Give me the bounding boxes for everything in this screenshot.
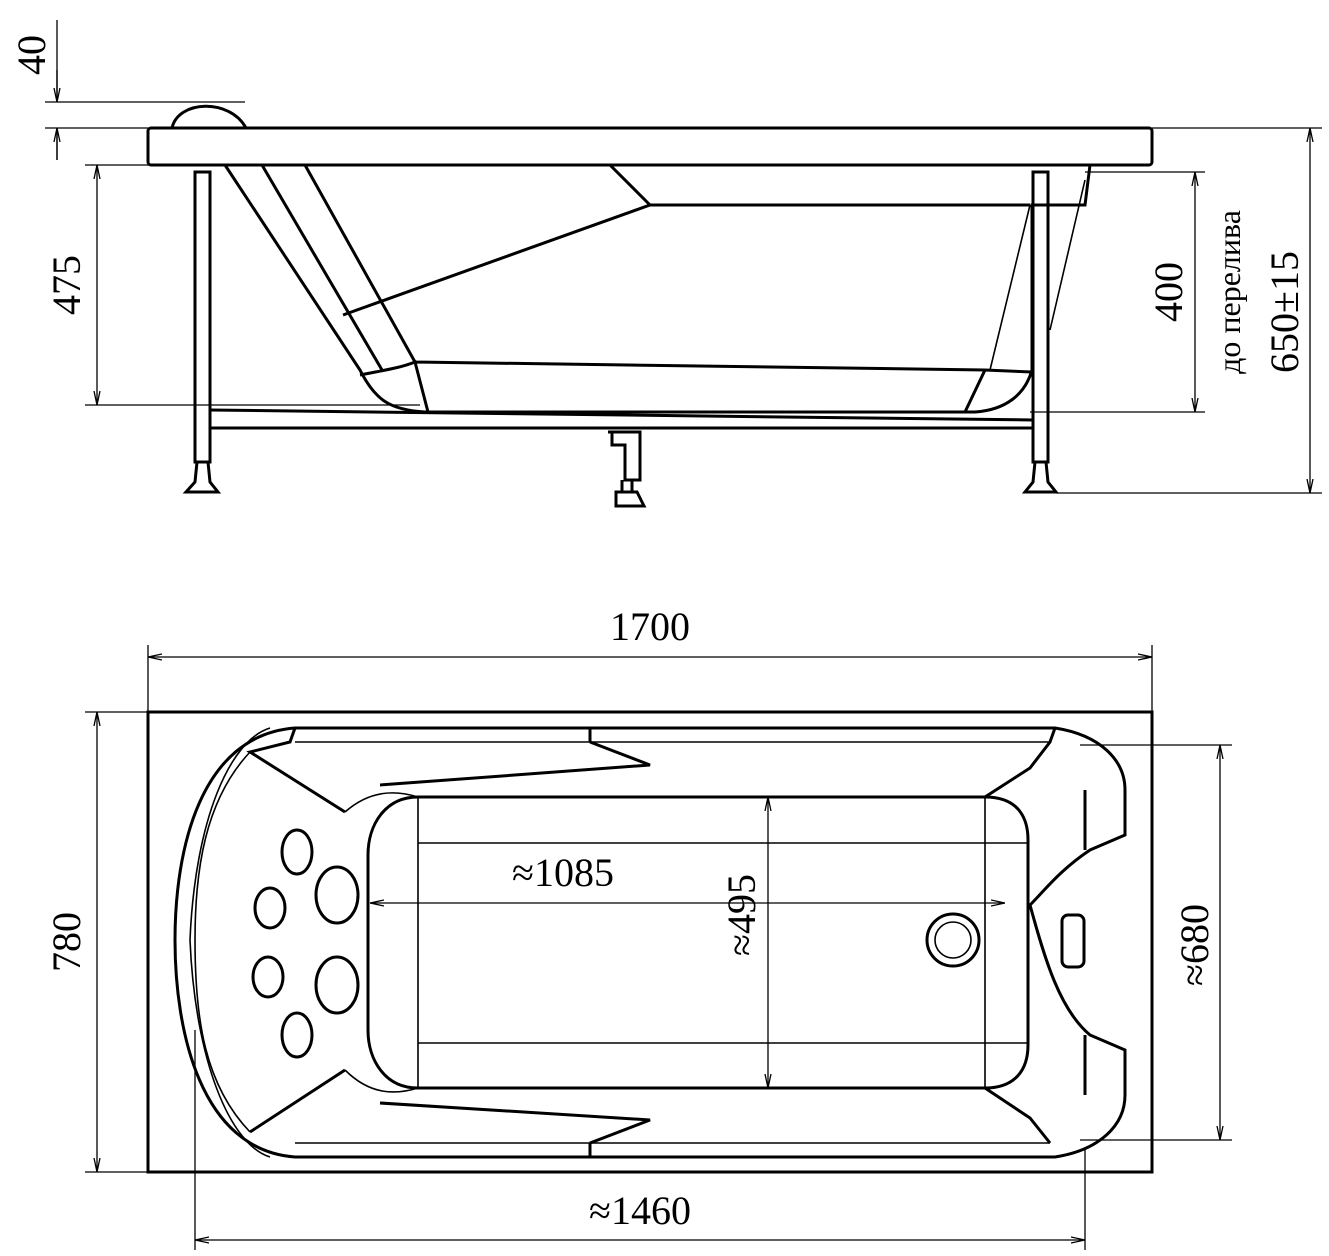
tub-bottom-inner <box>417 797 1028 1088</box>
tub-right-wall <box>989 179 1086 371</box>
dim-780-extension <box>85 711 148 1173</box>
dim-680-extension <box>1080 744 1232 1141</box>
side-view: 40 475 400 до перелива 650±15 <box>9 20 1322 508</box>
tub-bottom-line <box>359 359 1033 413</box>
massage-jets <box>251 828 360 1059</box>
tub-bottom <box>366 795 1030 1090</box>
drain-inner <box>934 921 972 959</box>
dim-650-label: 650±15 <box>1262 251 1307 373</box>
frame-bar <box>209 408 1034 430</box>
overflow-note: до перелива <box>1211 210 1247 374</box>
tub-walls <box>246 727 1087 1157</box>
dim-475-label: 475 <box>44 255 89 315</box>
jet-icon <box>314 955 360 1015</box>
dim-400-label: 400 <box>1146 262 1191 322</box>
dim-1700-label: 1700 <box>610 604 690 649</box>
dim-40-extension <box>45 20 245 160</box>
left-foot <box>182 460 222 494</box>
dim-1700-extension <box>147 645 1153 712</box>
dim-475-extension <box>85 164 420 406</box>
jet-icon <box>314 865 360 925</box>
tub-inner-slope <box>260 163 1030 371</box>
dim-780-label: 780 <box>44 912 89 972</box>
tub-outline <box>173 726 1127 1159</box>
drain-icon <box>925 912 981 968</box>
jet-icon <box>253 886 287 930</box>
headrest <box>170 104 248 129</box>
dim-400-extension <box>1030 171 1205 413</box>
right-leg <box>1031 170 1050 464</box>
jet-icon <box>280 828 314 876</box>
dim-650-extension <box>1056 127 1322 494</box>
headrest-area <box>194 751 419 1133</box>
rim <box>146 126 1154 167</box>
dim-495-label: ≈495 <box>719 874 764 956</box>
dim-1085-label: ≈1085 <box>512 850 614 895</box>
top-view: 1700 780 ≈680 ≈1460 ≈1085 ≈495 <box>44 604 1232 1250</box>
dim-1460-extension <box>194 1030 1086 1250</box>
overflow-icon <box>1060 913 1086 969</box>
left-leg <box>193 170 212 464</box>
jet-icon <box>251 955 285 999</box>
tub-body <box>223 164 1092 414</box>
drain-pipe <box>608 430 647 508</box>
tub-inner-rim <box>189 727 1050 1158</box>
dim-40-label: 40 <box>9 35 54 75</box>
jet-icon <box>280 1011 314 1059</box>
right-foot <box>1021 460 1060 494</box>
dim-1460-label: ≈1460 <box>589 1188 691 1233</box>
dim-680-label: ≈680 <box>1172 904 1217 986</box>
outer-rim <box>146 710 1154 1174</box>
